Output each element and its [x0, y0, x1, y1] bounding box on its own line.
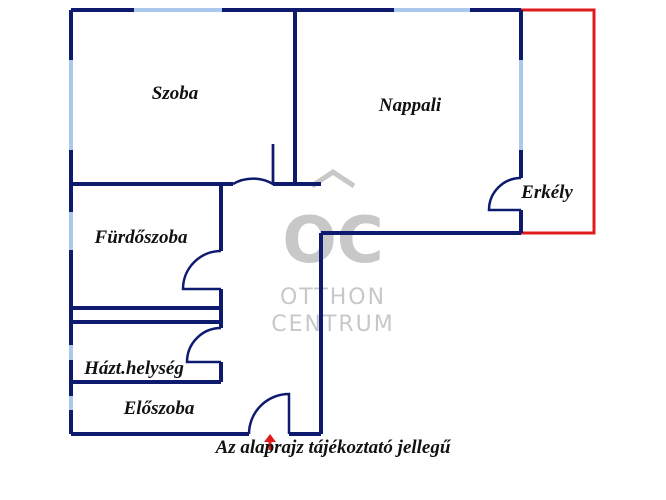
door-haztartasi — [185, 326, 222, 364]
door-furdoszoba — [181, 249, 222, 291]
room-label-eloszoba: Előszoba — [123, 398, 195, 419]
room-label-erkely: Erkély — [520, 182, 573, 203]
watermark-logo: OC — [282, 204, 383, 278]
room-label-nappali: Nappali — [378, 95, 442, 116]
doors — [181, 144, 522, 435]
watermark-line2: CENTRUM — [271, 312, 395, 337]
door-szoba — [232, 144, 275, 187]
room-label-furdoszoba: Fürdőszoba — [94, 227, 188, 248]
red-up-arrow-icon — [264, 434, 276, 450]
door-erkely — [487, 176, 522, 212]
windows — [69, 8, 523, 410]
balcony-outline — [519, 8, 596, 235]
disclaimer-caption: Az alaprajz tájékoztató jellegű — [215, 437, 451, 458]
room-label-szoba: Szoba — [152, 83, 199, 104]
otthon-centrum-watermark: OC OTTHON CENTRUM — [271, 168, 395, 337]
watermark-line1: OTTHON — [280, 285, 386, 310]
watermark-roof-icon — [310, 168, 356, 189]
door-entrance — [247, 392, 291, 435]
room-label-haztartasi: Házt.helység — [83, 358, 184, 379]
